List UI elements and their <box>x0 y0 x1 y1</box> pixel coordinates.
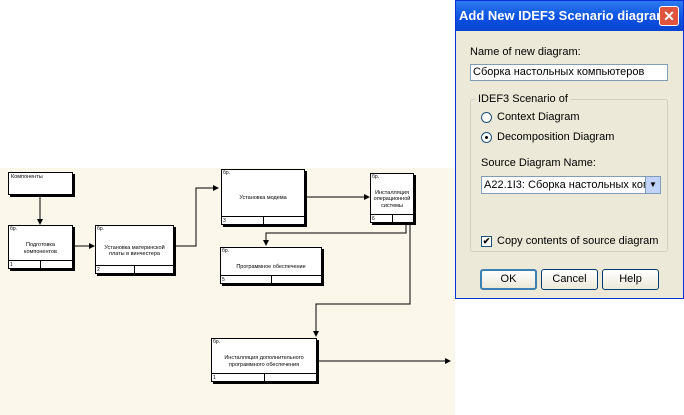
ok-button[interactable]: OK <box>480 269 537 290</box>
idef-box-os[interactable]: бр. Инсталляция операционной системы 6 <box>370 173 414 223</box>
box-number: 1 <box>10 261 13 268</box>
box-divider <box>221 275 321 276</box>
box-number: 1 <box>213 374 216 381</box>
close-button[interactable]: ✕ <box>659 6 679 26</box>
dropdown-arrow-icon[interactable]: ▼ <box>645 177 660 193</box>
box-label: Компоненты <box>11 174 43 180</box>
box-corner-mark: бр. <box>222 248 230 254</box>
new-diagram-dialog: Add New IDEF3 Scenario diagram ✕ Name of… <box>455 0 684 299</box>
name-label: Name of new diagram: <box>470 46 581 58</box>
box-divider <box>263 217 264 224</box>
source-diagram-value: A22.1I3: Сборка настольных компьютеро <box>484 179 660 191</box>
box-divider <box>212 373 316 374</box>
box-corner-mark: бр. <box>97 226 105 232</box>
dialog-title: Add New IDEF3 Scenario diagram <box>459 8 668 23</box>
source-diagram-label: Source Diagram Name: <box>481 157 596 169</box>
check-icon: ✔ <box>482 236 491 246</box>
idef-box-components[interactable]: Компоненты <box>8 172 73 195</box>
box-divider <box>134 266 135 273</box>
box-label: Подготовка компонентов <box>24 242 57 255</box>
box-corner-mark: бр. <box>223 170 231 176</box>
close-icon: ✕ <box>663 8 675 24</box>
box-number: 6 <box>372 215 375 222</box>
idef-box-prep[interactable]: бр. Подготовка компонентов 1 <box>8 225 73 269</box>
diagram-name-input[interactable]: Сборка настольных компьютеров <box>470 64 668 81</box>
box-divider <box>9 260 72 261</box>
box-label: Инсталляция операционной системы <box>373 189 411 209</box>
box-divider <box>271 276 272 283</box>
help-button[interactable]: Help <box>602 269 659 290</box>
box-divider <box>222 216 304 217</box>
box-number: 3 <box>223 217 226 224</box>
idef-box-motherboard[interactable]: бр. Установка материнской платы в винчес… <box>95 225 174 274</box>
box-number: 2 <box>97 266 100 273</box>
box-divider <box>371 214 413 215</box>
box-label: Программное обеспечение <box>236 263 306 270</box>
box-number: 5 <box>222 276 225 283</box>
source-diagram-select[interactable]: A22.1I3: Сборка настольных компьютеро ▼ <box>481 176 661 194</box>
box-corner-mark: бр. <box>372 174 380 180</box>
context-diagram-radio[interactable] <box>481 112 492 123</box>
box-divider <box>96 265 173 266</box>
idef-box-modem[interactable]: бр. Установка модема 3 <box>221 169 305 225</box>
box-corner-mark: бр. <box>10 226 18 232</box>
arrow-os-extra <box>313 224 411 337</box>
decomposition-diagram-label[interactable]: Decomposition Diagram <box>497 131 615 143</box>
arrow-os-software <box>263 224 407 246</box>
context-diagram-label[interactable]: Context Diagram <box>497 111 580 123</box>
copy-contents-label[interactable]: Copy contents of source diagram <box>497 235 659 247</box>
box-label: Инсталляция дополнительного программного… <box>224 355 304 368</box>
box-divider <box>264 374 265 381</box>
box-corner-mark: бр. <box>213 339 221 345</box>
decomposition-diagram-radio[interactable] <box>481 132 492 143</box>
box-divider <box>392 215 393 222</box>
cancel-button[interactable]: Cancel <box>541 269 598 290</box>
box-label: Установка модема <box>239 195 287 202</box>
idef-box-software[interactable]: бр. Программное обеспечение 5 <box>220 247 322 284</box>
idef-box-extra[interactable]: бр. Инсталляция дополнительного программ… <box>211 338 317 382</box>
box-divider <box>40 261 41 268</box>
scenario-group-label: IDEF3 Scenario of <box>475 93 571 105</box>
dialog-title-bar[interactable]: Add New IDEF3 Scenario diagram ✕ <box>456 1 683 31</box>
copy-contents-checkbox[interactable]: ✔ <box>481 236 492 247</box>
arrow-motherboard-modem <box>174 185 219 247</box>
box-label: Установка материнской платы в винчестера <box>104 244 165 258</box>
